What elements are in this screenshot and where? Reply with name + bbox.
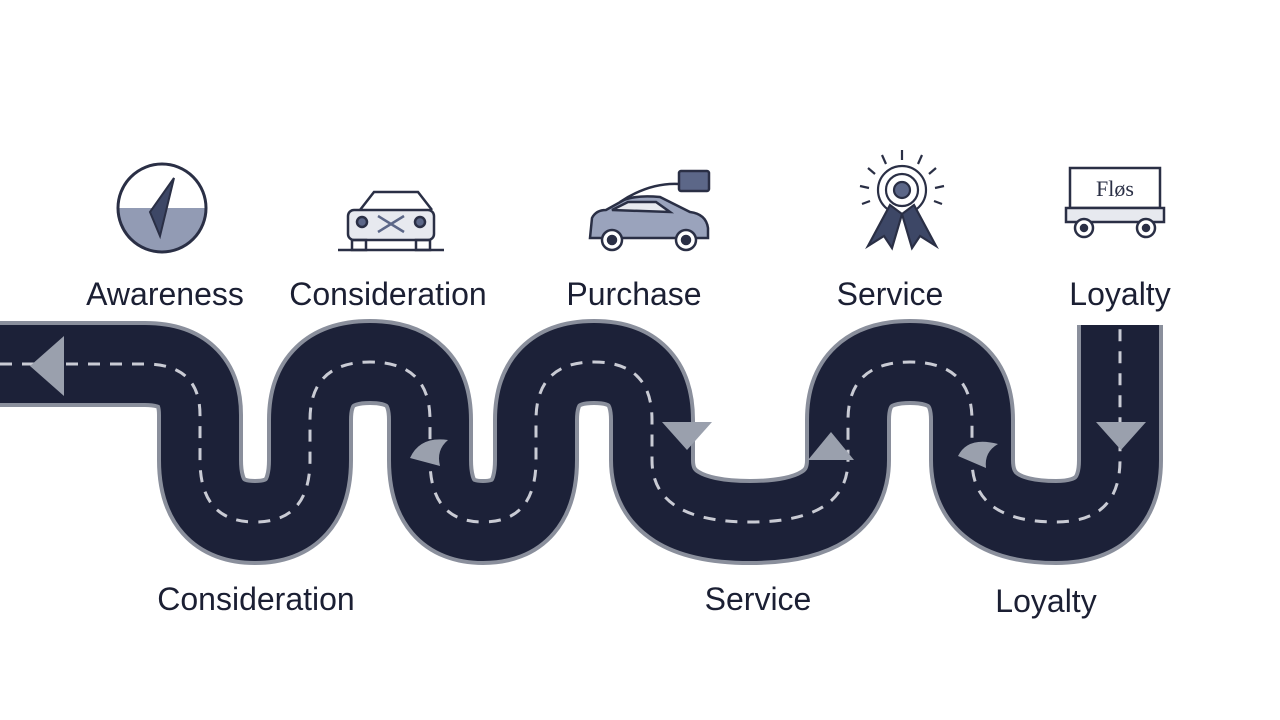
bottom-label-loyalty: Loyalty xyxy=(995,583,1096,619)
arrow-down-icon xyxy=(662,422,712,450)
bottom-stage-labels: Consideration Service Loyalty xyxy=(157,581,1096,619)
arrow-up-icon xyxy=(808,432,854,460)
top-stage-labels: Awareness Consideration Purchase Service… xyxy=(86,276,1171,312)
stage-label-service: Service xyxy=(837,276,944,312)
stage-label-purchase: Purchase xyxy=(566,276,701,312)
award-ribbon-icon xyxy=(859,150,945,251)
road-asphalt xyxy=(0,323,1159,561)
curve-marker-icon xyxy=(958,441,998,468)
stage-label-consideration: Consideration xyxy=(289,276,486,312)
arrow-down-icon xyxy=(1096,422,1146,450)
bottom-label-service: Service xyxy=(705,581,812,617)
lane-marking xyxy=(0,325,1122,524)
arrow-left-icon xyxy=(30,336,64,396)
winding-road xyxy=(0,319,1163,565)
car-front-icon xyxy=(338,190,444,252)
car-side-icon xyxy=(588,169,711,252)
rays xyxy=(859,150,945,206)
curve-marker-icon xyxy=(410,439,448,466)
road-arrows xyxy=(30,336,1146,468)
stage-label-loyalty: Loyalty xyxy=(1069,276,1170,312)
cart-sign-icon: Fløs xyxy=(1064,166,1166,239)
loyalty-sign-text: Fløs xyxy=(1096,176,1134,201)
stage-label-awareness: Awareness xyxy=(86,276,244,312)
compass-icon xyxy=(116,162,208,254)
bottom-label-consideration: Consideration xyxy=(157,581,354,617)
